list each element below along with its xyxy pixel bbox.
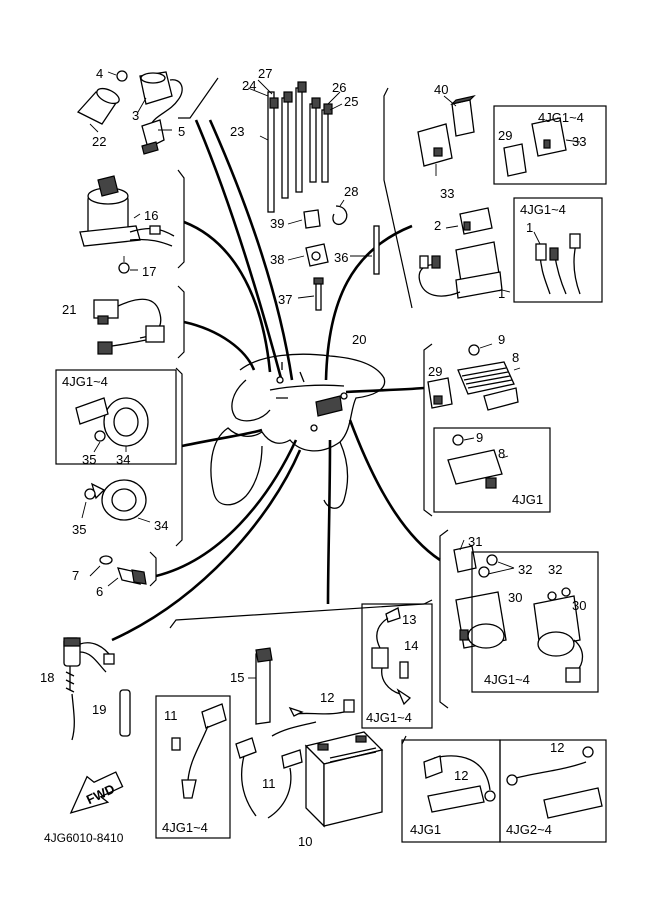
- variant-label-fuse: 4JG1~4: [366, 710, 412, 725]
- cable-bands-part: [247, 79, 343, 213]
- variant-label-relay-29-33: 4JG1~4: [538, 110, 584, 125]
- variant-label-horn: 4JG1~4: [62, 374, 108, 389]
- callout-8: 8: [498, 446, 505, 461]
- variant-label-starter-relay: 4JG1~4: [484, 672, 530, 687]
- battery-cable-part: [271, 699, 355, 737]
- battery-cable-4jg1-part: [423, 755, 496, 813]
- variant-box-frames: [55, 105, 607, 843]
- callout-40: 40: [434, 82, 448, 97]
- relay-1-variant-part: [533, 231, 581, 295]
- section-brackets: [149, 77, 449, 745]
- starter-relay-variant-part: [533, 587, 584, 683]
- callout-24: 24: [242, 78, 256, 93]
- relay-33-40-part: [417, 94, 476, 176]
- callout-32: 32: [548, 562, 562, 577]
- callout-16: 16: [144, 208, 158, 223]
- variant-label-cable-4jg1: 4JG1: [410, 822, 441, 837]
- callout-33: 33: [572, 134, 586, 149]
- main-switch-part: [79, 175, 175, 247]
- variant-label-relay-1: 4JG1~4: [520, 202, 566, 217]
- fuse-variant-part: [371, 607, 412, 706]
- callout-25: 25: [344, 94, 358, 109]
- callout-9: 9: [498, 332, 505, 347]
- callout-34: 34: [116, 452, 130, 467]
- variant-label-starter-lead: 4JG1~4: [162, 820, 208, 835]
- callout-3: 3: [132, 108, 139, 123]
- starter-lead-variant-part: [171, 703, 227, 799]
- battery-cable-4jg2-part: [506, 746, 603, 819]
- callout-5: 5: [178, 124, 185, 139]
- callout-1: 1: [498, 286, 505, 301]
- diagram-code: 4JG6010-8410: [44, 831, 124, 845]
- plug-cap-part: [76, 87, 120, 133]
- frame-outline: [210, 353, 386, 509]
- callout-32: 32: [518, 562, 532, 577]
- callout-10: 10: [298, 834, 312, 849]
- callout-11: 11: [164, 708, 178, 723]
- screw-17-part: [118, 256, 138, 274]
- callout-8: 8: [512, 350, 519, 365]
- callout-20: 20: [352, 332, 366, 347]
- rectifier-regulator-part: [457, 343, 521, 411]
- callout-38: 38: [270, 252, 284, 267]
- part-19-rod: [119, 689, 131, 737]
- callout-29: 29: [428, 364, 442, 379]
- battery-part: [304, 731, 384, 828]
- ignition-coil-part: [107, 70, 183, 155]
- callout-2: 2: [434, 218, 441, 233]
- brake-switch-part: [63, 637, 115, 741]
- callout-18: 18: [40, 670, 54, 685]
- variant-label-cable-4jg2-4: 4JG2~4: [506, 822, 552, 837]
- callout-33: 33: [440, 186, 454, 201]
- callout-13: 13: [402, 612, 416, 627]
- battery-band-part: [248, 647, 273, 725]
- callout-27: 27: [258, 66, 272, 81]
- horn-part: [81, 479, 151, 523]
- callout-29: 29: [498, 128, 512, 143]
- relay-29-part: [427, 377, 453, 409]
- sub-harness-part: [93, 298, 165, 355]
- callout-7: 7: [72, 568, 79, 583]
- callout-23: 23: [230, 124, 244, 139]
- relay-1-2-part: [418, 207, 511, 299]
- callout-21: 21: [62, 302, 76, 317]
- callout-35: 35: [82, 452, 96, 467]
- callout-37: 37: [278, 292, 292, 307]
- callout-35: 35: [72, 522, 86, 537]
- callout-1: 1: [526, 220, 533, 235]
- starter-lead-part: [235, 737, 303, 819]
- callout-15: 15: [230, 670, 244, 685]
- callout-11: 11: [262, 776, 276, 791]
- callout-6: 6: [96, 584, 103, 599]
- callout-39: 39: [270, 216, 284, 231]
- horn-variant-part: [75, 397, 149, 453]
- callout-26: 26: [332, 80, 346, 95]
- callout-9: 9: [476, 430, 483, 445]
- callout-numbers: 1 1 2 3 4 5 6 7 8 8 9 9 10 11 11 12 12 1…: [40, 66, 586, 849]
- callout-22: 22: [92, 134, 106, 149]
- starter-relay-part: [453, 539, 515, 649]
- callout-17: 17: [142, 264, 156, 279]
- callout-14: 14: [404, 638, 418, 653]
- fwd-arrow-icon: FWD: [69, 771, 124, 814]
- callout-31: 31: [468, 534, 482, 549]
- variant-label-regulator: 4JG1: [512, 492, 543, 507]
- callout-36: 36: [334, 250, 348, 265]
- callout-28: 28: [344, 184, 358, 199]
- callout-12: 12: [454, 768, 468, 783]
- relay-29-33-variant-part: [503, 117, 581, 177]
- callout-19: 19: [92, 702, 106, 717]
- callout-30: 30: [572, 598, 586, 613]
- callout-12: 12: [550, 740, 564, 755]
- callout-12: 12: [320, 690, 334, 705]
- small-clamps-part: [287, 199, 380, 311]
- harness-routing-lines: [111, 119, 441, 642]
- callout-4: 4: [96, 66, 103, 81]
- callout-34: 34: [154, 518, 168, 533]
- callout-30: 30: [508, 590, 522, 605]
- neutral-switch-part: [89, 555, 147, 587]
- rectifier-regulator-variant-part: [447, 434, 509, 489]
